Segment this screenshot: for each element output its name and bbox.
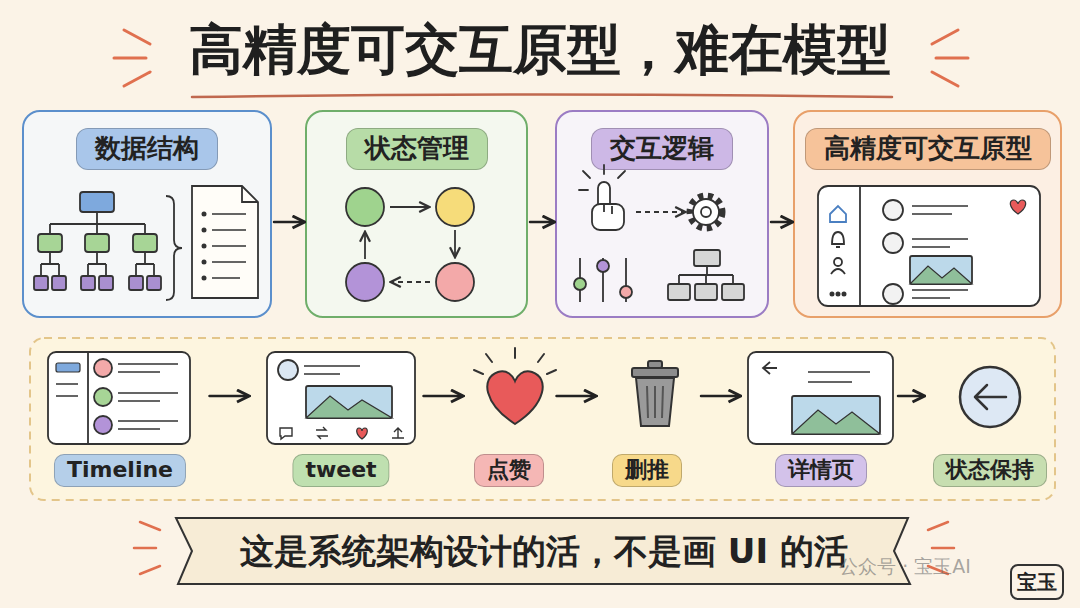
- flow-arrow: [530, 221, 553, 224]
- flow-step: tweet: [262, 350, 420, 490]
- flow-step: 删推: [598, 350, 695, 490]
- heart-icon: [474, 348, 556, 424]
- flow-arrow: [557, 395, 595, 398]
- stamp-text: 宝玉: [1012, 566, 1062, 598]
- flow-arrow: [424, 395, 462, 398]
- title-text: 高精度可交互原型，难在模型: [0, 14, 1080, 86]
- step-pill: 点赞: [474, 454, 544, 487]
- trash-icon: [632, 361, 678, 426]
- tweet-mockup: [267, 352, 415, 444]
- step-pill: 详情页: [775, 454, 867, 487]
- stage-box: 状态管理: [305, 110, 528, 318]
- seal-stamp: 宝玉: [1010, 564, 1064, 600]
- detail-mockup: [748, 352, 893, 444]
- watermark-text: 公众号 · 宝玉AI: [810, 552, 1000, 580]
- flow-arrow: [898, 395, 923, 398]
- heading-pill: 状态管理: [346, 128, 488, 170]
- caption-ribbon: [134, 518, 954, 584]
- step-pill: 状态保持: [933, 454, 1047, 487]
- back-circle-icon: [960, 367, 1020, 427]
- stage-box: 数据结构: [22, 110, 272, 318]
- flow-step: 详情页: [745, 350, 896, 490]
- flow-arrow: [771, 221, 791, 224]
- flow-arrow: [210, 395, 248, 398]
- flow-step: 点赞: [465, 350, 553, 490]
- timeline-mockup: [48, 352, 190, 444]
- heading-pill: 交互逻辑: [591, 128, 733, 170]
- heading-pill: 高精度可交互原型: [805, 128, 1051, 170]
- stage-box: 交互逻辑: [555, 110, 769, 318]
- dashed-group-frame: [30, 338, 1055, 500]
- flow-step: Timeline: [45, 350, 195, 490]
- stage-box: 高精度可交互原型: [793, 110, 1062, 318]
- flow-step: 状态保持: [925, 350, 1055, 490]
- step-pill: 删推: [612, 454, 682, 487]
- heading-pill: 数据结构: [76, 128, 218, 170]
- caption-text: 这是系统架构设计的活，不是画 UI 的活: [178, 522, 910, 580]
- step-pill: Timeline: [54, 454, 186, 487]
- flow-arrow: [274, 221, 303, 224]
- flow-arrow: [701, 395, 739, 398]
- step-pill: tweet: [292, 454, 389, 487]
